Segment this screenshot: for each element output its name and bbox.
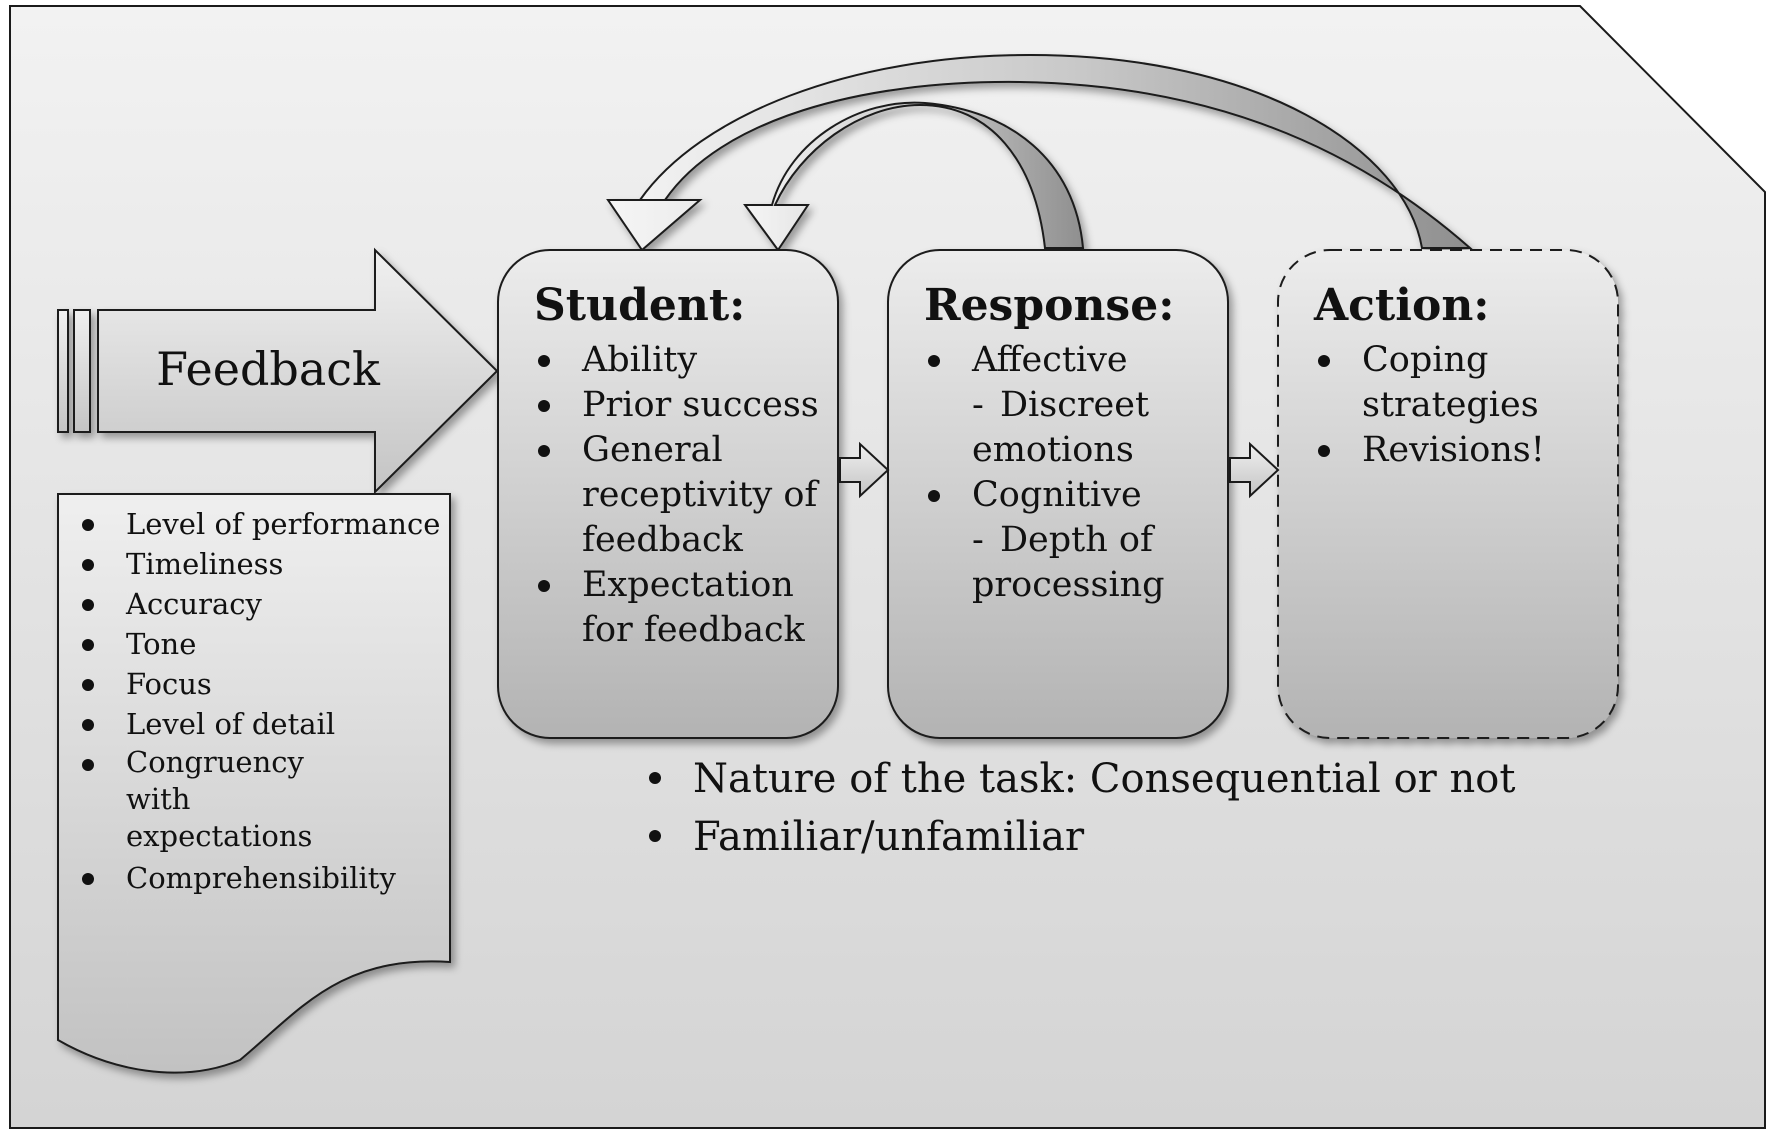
list-item: Familiar/unfamiliar [645,808,1545,866]
task-conditions-list: Nature of the task: Consequential or not… [645,750,1545,866]
feedback-factor-list: Level of performance Timeliness Accuracy… [78,504,448,898]
list-item: Timeliness [78,544,448,584]
arrow-student-to-response [839,441,890,499]
list-item: General receptivity of feedback [534,428,824,563]
list-item: Affective -Discreet emotions [924,338,1214,473]
list-item: Nature of the task: Consequential or not [645,750,1545,808]
arrow-response-to-action [1229,441,1280,499]
response-title: Response: [924,280,1175,331]
curved-arrow-response-to-student [743,101,1085,252]
action-title: Action: [1314,280,1490,331]
response-box [887,249,1229,739]
list-item: Coping strategies [1314,338,1554,428]
feedback-arrow [57,247,499,495]
student-title: Student: [534,280,746,331]
list-item-sub: -Discreet emotions [972,385,1150,470]
feedback-title: Feedback [156,342,380,396]
student-box [497,249,839,739]
list-item: Prior success [534,383,824,428]
feedback-factors-document [57,493,451,1074]
list-item: Ability [534,338,824,383]
student-list: Ability Prior success General receptivit… [534,338,824,653]
list-item-label: Affective [972,340,1128,380]
list-item-label: Cognitive [972,475,1142,515]
list-item: Tone [78,624,448,664]
list-item: Revisions! [1314,428,1554,473]
response-list: Affective -Discreet emotions Cognitive -… [924,338,1214,608]
list-item: Congruency with expectations [78,744,376,855]
list-item: Level of performance [78,504,448,544]
list-item: Expectation for feedback [534,563,824,653]
list-item: Cognitive -Depth of processing [924,473,1214,608]
action-list: Coping strategies Revisions! [1314,338,1554,473]
list-item: Focus [78,664,448,704]
list-item: Level of detail [78,704,448,744]
list-item: Comprehensibility [78,858,448,898]
list-item-sub: -Depth of processing [972,520,1165,605]
list-item: Accuracy [78,584,448,624]
action-box [1277,249,1619,739]
